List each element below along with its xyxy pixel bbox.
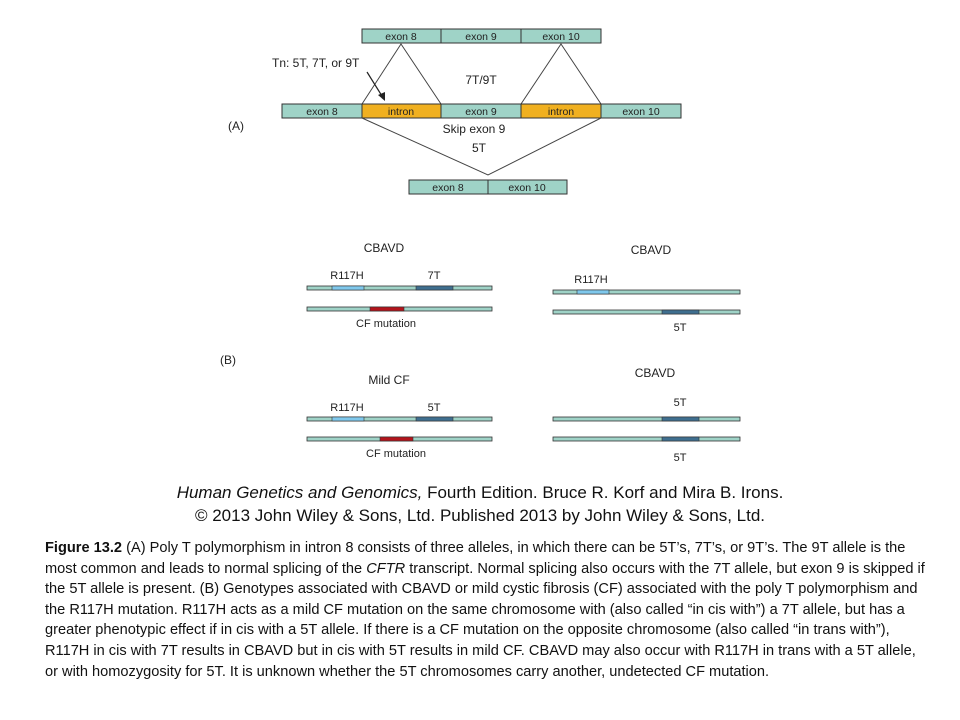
splice-label-7t9t: 7T/9T	[465, 73, 497, 87]
genotype-title: CBAVD	[631, 243, 672, 257]
t-allele-band	[415, 416, 454, 422]
chromosome-bottom	[552, 436, 741, 442]
skip-splice-line	[361, 117, 602, 176]
t-allele-band	[661, 309, 700, 315]
genotype-title: CBAVD	[635, 366, 676, 380]
t-allele-label: 5T	[674, 397, 687, 409]
skipped-transcript: exon 8 exon 10	[408, 179, 568, 195]
mid-exon8-label: exon 8	[306, 106, 338, 118]
r117h-band	[331, 285, 365, 291]
pre-mrna: exon 8 intron exon 9 intron exon 10	[281, 103, 682, 119]
panel-a-label: (A)	[228, 119, 244, 133]
t-allele-label: 7T	[428, 270, 441, 282]
t-allele-label: 5T	[674, 452, 687, 464]
r117h-band	[576, 289, 610, 295]
mid-intron1-label: intron	[388, 106, 414, 118]
cf-mutation-label: CF mutation	[366, 448, 426, 460]
genotype-mild-cf: Mild CF R117H 5T CF mutation	[306, 373, 493, 460]
splicing-diagram: (A) exon 8 exon 9 exon 10 Tn: 5T, 7T, or…	[220, 28, 741, 464]
bottom-exon10-box	[487, 179, 568, 195]
bottom-exon8-label: exon 8	[432, 182, 464, 194]
genotype-cbavd-3: CBAVD 5T 5T	[552, 366, 741, 464]
tn-label: Tn: 5T, 7T, or 9T	[272, 56, 360, 70]
top-transcript: exon 8 exon 9 exon 10	[361, 28, 602, 44]
mid-exon9-label: exon 9	[465, 106, 497, 118]
chromosome-bottom	[552, 309, 741, 315]
splice-line-intron2	[520, 43, 602, 105]
chromosome-top	[552, 289, 741, 295]
caption-gene-name: CFTR	[366, 560, 406, 577]
figure-caption: Figure 13.2 (A) Poly T polymorphism in i…	[45, 538, 925, 682]
skip-label: Skip exon 9	[443, 122, 506, 136]
genotype-cbavd-2: CBAVD R117H 5T	[552, 243, 741, 334]
chromosome-top	[306, 285, 493, 291]
t-allele-label: 5T	[674, 322, 687, 334]
caption-text-part2: transcript. Normal splicing also occurs …	[45, 560, 925, 680]
t-allele-band	[661, 416, 700, 422]
t-allele-label: 5T	[428, 402, 441, 414]
chromosome-top	[306, 416, 493, 422]
top-exon8-label: exon 8	[385, 31, 417, 43]
genotype-title: Mild CF	[368, 373, 409, 387]
tn-arrow-head	[378, 92, 385, 101]
mid-intron2-label: intron	[548, 106, 574, 118]
r117h-label: R117H	[330, 402, 363, 414]
caption-text-part1: (A) Poly T polymorphism in intron 8 cons…	[45, 540, 906, 577]
mid-exon10-label: exon 10	[622, 106, 660, 118]
splice-line-intron1	[361, 43, 442, 105]
bottom-exon10-label: exon 10	[508, 182, 546, 194]
top-exon9-label: exon 9	[465, 31, 497, 43]
mid-exon10-box	[600, 103, 682, 119]
book-title: Human Genetics and Genomics,	[176, 483, 423, 502]
skip-5t-label: 5T	[472, 141, 487, 155]
figure-label: Figure 13.2	[45, 540, 123, 556]
r117h-band	[331, 416, 365, 422]
r117h-label: R117H	[574, 274, 607, 286]
book-details: Fourth Edition. Bruce R. Korf and Mira B…	[427, 483, 784, 502]
panel-b-label: (B)	[220, 353, 236, 367]
cf-mutation-band	[379, 436, 414, 442]
genotype-title: CBAVD	[364, 241, 405, 255]
top-exon10-box	[520, 28, 602, 44]
book-credit: Human Genetics and Genomics, Fourth Edit…	[0, 483, 960, 503]
genotype-cbavd-1: CBAVD R117H 7T CF mutation	[306, 241, 493, 330]
top-exon10-label: exon 10	[542, 31, 580, 43]
tn-arrow-line	[366, 71, 383, 97]
chromosome-top	[552, 416, 741, 422]
t-allele-band	[661, 436, 700, 442]
t-allele-band	[415, 285, 454, 291]
tn-arrow	[366, 71, 385, 101]
copyright-line: © 2013 John Wiley & Sons, Ltd. Published…	[194, 506, 766, 525]
cf-mutation-label: CF mutation	[356, 318, 416, 330]
cf-mutation-band	[369, 306, 405, 312]
r117h-label: R117H	[330, 270, 363, 282]
